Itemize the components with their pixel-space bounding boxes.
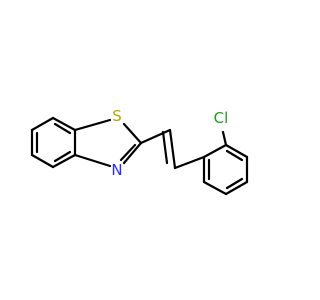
bond [202, 180, 228, 196]
double-bond-inner [161, 130, 169, 165]
bond [168, 128, 177, 170]
benzo-ring [30, 116, 77, 169]
bond [30, 116, 55, 132]
bond [73, 118, 112, 132]
bond [51, 153, 77, 169]
bond [122, 141, 143, 165]
bond [73, 153, 112, 168]
double-bond-inner [53, 150, 72, 163]
double-bond-inner [53, 122, 72, 135]
bond [122, 122, 143, 145]
double-bond-inner [225, 177, 244, 190]
bond [139, 128, 172, 145]
bond [221, 130, 228, 147]
bond [224, 143, 249, 159]
double-bond-inner [225, 149, 244, 162]
thiazole-ring [73, 118, 143, 168]
chlorophenyl-ring [202, 130, 249, 196]
bond [202, 143, 228, 159]
double-bond-inner [119, 143, 137, 162]
vinyl-linker [139, 128, 206, 170]
nitrogen-atom-label: N [111, 161, 122, 179]
bond [224, 180, 249, 196]
bond [173, 155, 206, 170]
bond [51, 116, 77, 132]
molecule-structure-diagram: S N Cl [30, 107, 249, 196]
chlorine-atom-label: Cl [214, 109, 229, 127]
sulfur-atom-label: S [112, 107, 122, 125]
bond [30, 153, 55, 169]
